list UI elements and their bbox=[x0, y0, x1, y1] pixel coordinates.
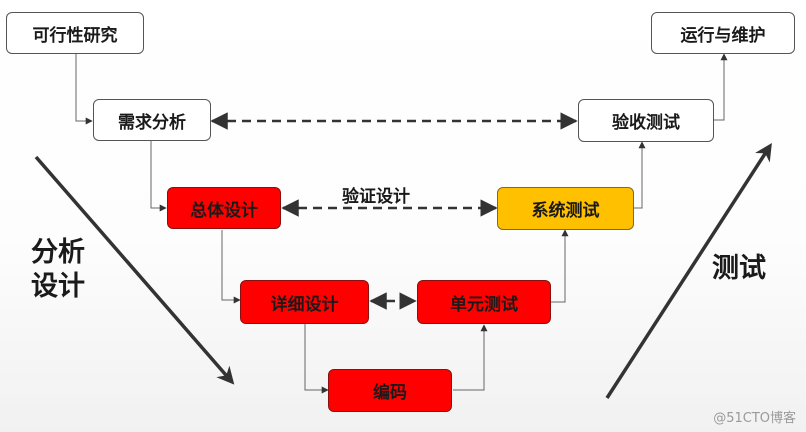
flow-unit-to-system bbox=[551, 229, 569, 303]
box-feasibility: 可行性研究 bbox=[6, 12, 144, 54]
flow-acceptance-to-operations bbox=[714, 53, 728, 121]
box-high-level-design: 总体设计 bbox=[167, 187, 281, 229]
testing-label: 测试 bbox=[712, 253, 766, 284]
flow-system-to-acceptance bbox=[634, 141, 646, 209]
box-acceptance-test: 验收测试 bbox=[578, 99, 714, 142]
box-detailed-design: 详细设计 bbox=[240, 280, 369, 324]
analysis-design-diagonal-arrow bbox=[34, 155, 235, 385]
flow-detailed-to-coding bbox=[304, 324, 329, 394]
flow-requirements-to-design bbox=[150, 141, 167, 212]
flow-feasibility-to-requirements bbox=[75, 54, 93, 125]
analysis-label-line1: 分析 bbox=[31, 237, 85, 268]
box-requirements: 需求分析 bbox=[93, 99, 211, 141]
verify-design-label: 验证设计 bbox=[342, 187, 410, 207]
box-operations: 运行与维护 bbox=[651, 12, 795, 54]
box-coding: 编码 bbox=[328, 369, 452, 412]
flow-design-to-detailed bbox=[221, 230, 241, 304]
testing-diagonal-arrow bbox=[605, 143, 772, 399]
flow-coding-to-unit bbox=[453, 324, 488, 391]
box-system-test: 系统测试 bbox=[497, 187, 634, 230]
watermark: @51CTO博客 bbox=[713, 411, 796, 426]
analysis-label-line2: 设计 bbox=[31, 271, 85, 302]
box-unit-test: 单元测试 bbox=[417, 280, 551, 324]
